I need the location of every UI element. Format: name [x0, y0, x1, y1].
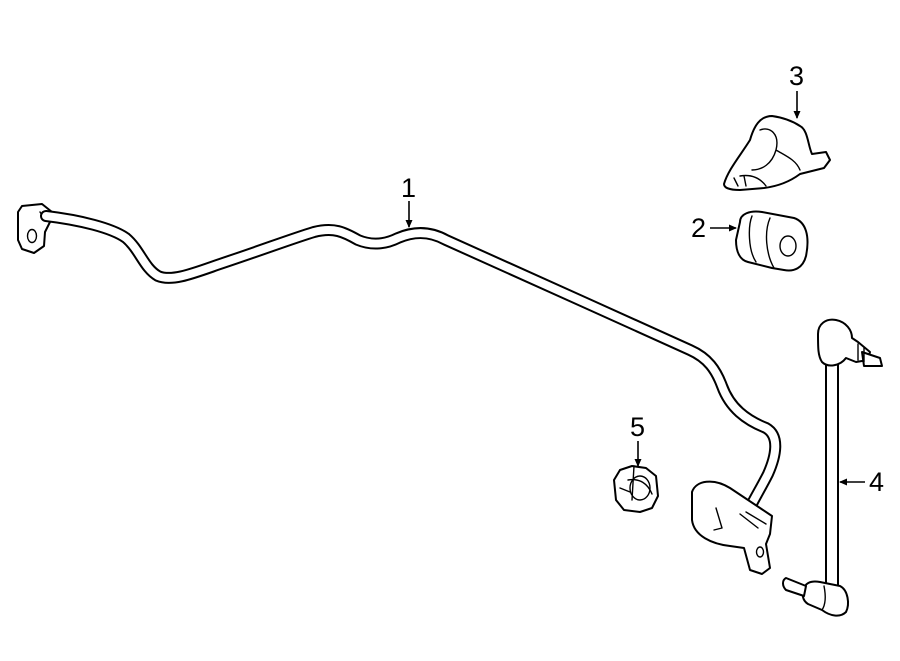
nut — [613, 465, 659, 513]
stabilizer-link — [782, 318, 883, 617]
callout-4: 4 — [839, 467, 884, 497]
callout-2: 2 — [691, 213, 737, 243]
bushing-bore — [779, 235, 797, 257]
callout-5: 5 — [630, 412, 645, 467]
callout-label-4: 4 — [869, 467, 884, 497]
callout-label-3: 3 — [789, 61, 804, 91]
nut-face — [629, 475, 651, 501]
right-end-bracket — [691, 480, 773, 575]
bushing-body — [735, 210, 809, 272]
callout-label-2: 2 — [691, 213, 706, 243]
bracket-body — [723, 115, 831, 191]
callout-1: 1 — [401, 173, 416, 228]
right-end-hole — [755, 546, 765, 558]
callout-label-5: 5 — [630, 412, 645, 442]
upper-stud — [861, 351, 883, 367]
bushing-bracket — [723, 115, 831, 191]
lower-stud — [782, 577, 807, 597]
bushing — [735, 210, 809, 272]
link-rod — [825, 351, 839, 587]
callout-3: 3 — [789, 61, 804, 119]
bar-body — [40, 210, 782, 522]
stabilizer-bar — [17, 203, 782, 575]
nut-body — [613, 465, 659, 513]
callout-label-1: 1 — [401, 173, 416, 203]
left-end-hole — [26, 228, 38, 244]
